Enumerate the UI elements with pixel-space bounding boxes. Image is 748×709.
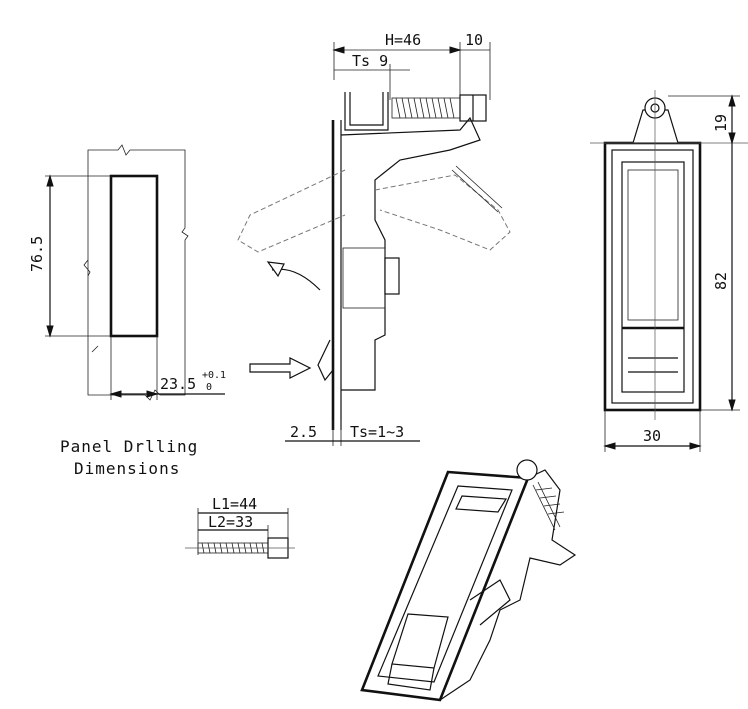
panel-caption-line2: Dimensions bbox=[74, 459, 180, 478]
panel-width-label: 23.5 bbox=[160, 375, 196, 393]
handle-arm bbox=[340, 116, 481, 391]
latch-nut bbox=[384, 257, 400, 295]
panel-caption-line1: Panel Drlling bbox=[60, 437, 198, 456]
front-height-label: 82 bbox=[712, 272, 730, 290]
l1-label: L1=44 bbox=[212, 495, 257, 513]
front-bezel bbox=[611, 149, 694, 404]
arrow-head bbox=[728, 399, 736, 412]
iso-latch bbox=[469, 579, 511, 626]
nut-width-label: 10 bbox=[465, 31, 483, 49]
tolerance-lower: 0 bbox=[206, 382, 212, 393]
front-handle-recess bbox=[627, 169, 679, 321]
overall-height-label: H=46 bbox=[385, 31, 421, 49]
front-handle bbox=[621, 161, 685, 393]
bracket-inner bbox=[349, 92, 384, 126]
thickness-label: Ts=1~3 bbox=[350, 423, 404, 441]
screw-thread bbox=[395, 97, 455, 119]
l2-label: L2=33 bbox=[208, 513, 253, 531]
front-view: 19 82 30 bbox=[590, 90, 748, 452]
iso-knob bbox=[516, 459, 538, 481]
screw-detail: L1=44 L2=33 bbox=[185, 495, 295, 559]
bracket bbox=[344, 92, 389, 131]
front-outer-frame bbox=[603, 141, 702, 412]
offset-label: 2.5 bbox=[290, 423, 317, 441]
panel-outline bbox=[83, 144, 189, 401]
open-position-outline bbox=[374, 174, 511, 251]
open-position-screw bbox=[451, 165, 503, 213]
arrow-head bbox=[332, 46, 345, 54]
iso-handle-face bbox=[387, 663, 435, 691]
open-position-outline bbox=[237, 169, 346, 253]
arrow-head bbox=[109, 390, 122, 398]
leader-tick bbox=[91, 345, 99, 353]
arrow-head bbox=[728, 94, 736, 107]
tolerance-upper: +0.1 bbox=[202, 370, 226, 381]
arrow-head bbox=[46, 174, 54, 187]
side-view: H=46 10 Ts 9 2.5 Ts=1~3 bbox=[237, 31, 511, 446]
panel-height-label: 76.5 bbox=[28, 236, 46, 272]
latch-housing bbox=[342, 247, 386, 309]
arrow-head bbox=[728, 132, 736, 145]
iso-bezel bbox=[377, 485, 513, 683]
handle-tip bbox=[317, 339, 334, 382]
front-width-label: 30 bbox=[643, 427, 661, 445]
iso-screw bbox=[532, 481, 565, 531]
arrow-head bbox=[46, 325, 54, 338]
iso-top-recess bbox=[455, 495, 508, 513]
arrow-head bbox=[603, 442, 616, 450]
isometric-view bbox=[360, 459, 577, 702]
arrow-head bbox=[689, 442, 702, 450]
arrow-head bbox=[449, 46, 462, 54]
iso-side-body bbox=[439, 469, 577, 701]
rotation-arrow-head bbox=[266, 261, 285, 278]
arrow-head bbox=[146, 390, 159, 398]
front-top-label: 19 bbox=[712, 114, 730, 132]
ts-top-label: Ts 9 bbox=[352, 52, 388, 70]
push-arrow bbox=[249, 357, 312, 379]
panel-cutout bbox=[109, 174, 159, 338]
panel-drilling-view: 76.5 23.5 +0.1 0 Panel Drlling Dimension… bbox=[28, 144, 226, 478]
